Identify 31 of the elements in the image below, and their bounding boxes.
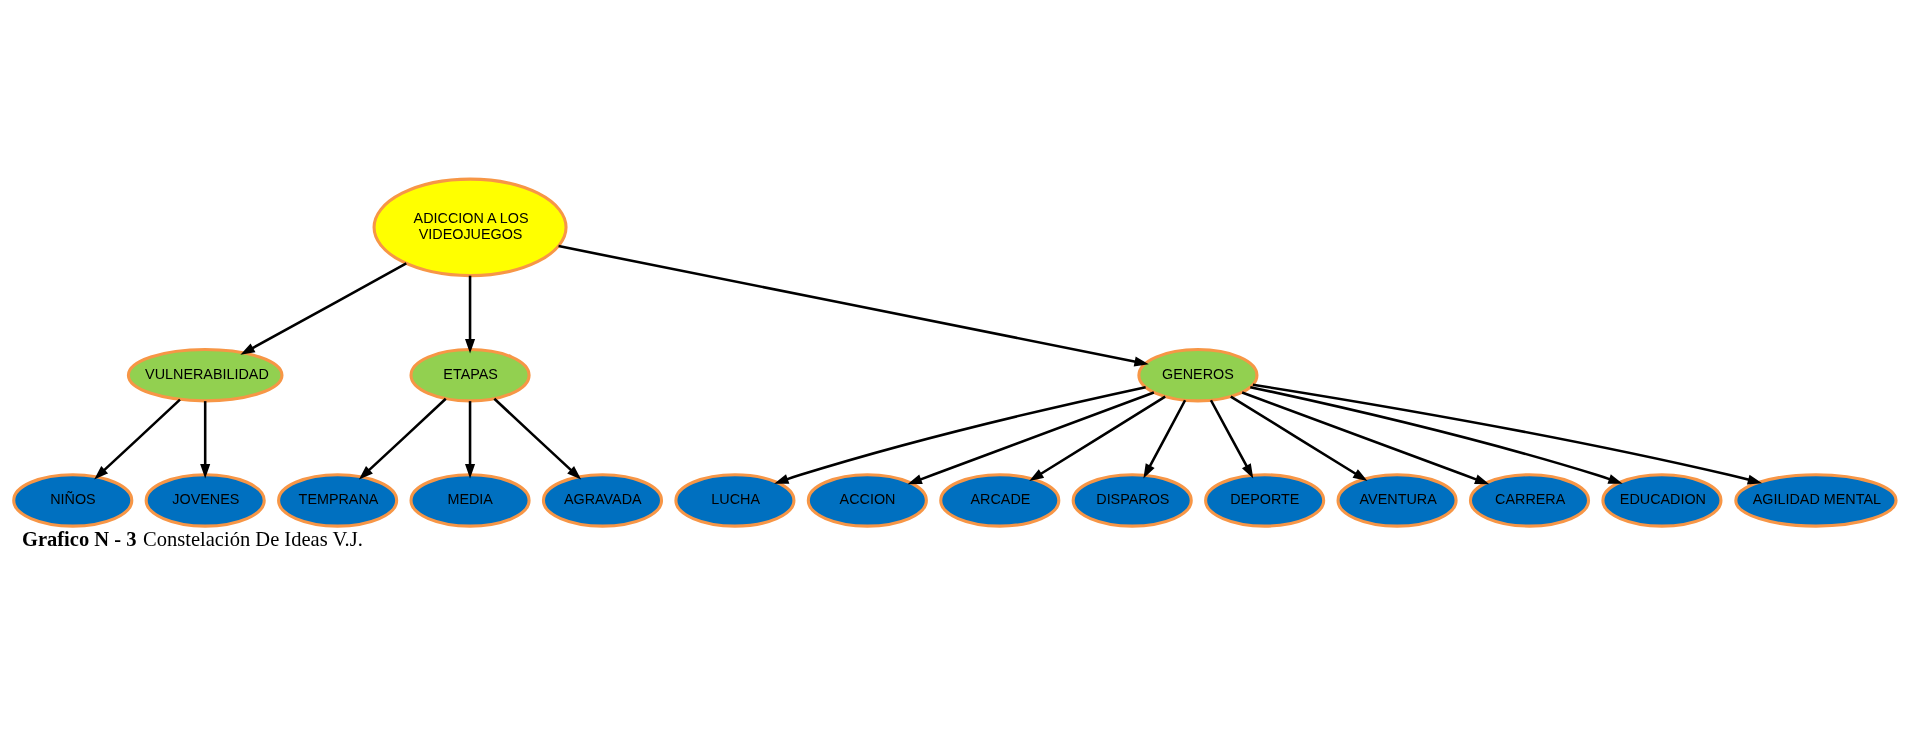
arrow xyxy=(465,275,476,354)
node-ellipse: ADICCION A LOS VIDEOJUEGOS xyxy=(372,177,568,278)
node-ellipse: GENEROS xyxy=(1137,347,1259,403)
arrow xyxy=(94,398,181,480)
node-ellipse: MEDIA xyxy=(409,473,531,528)
arrow xyxy=(1143,399,1187,479)
node-ellipse: ETAPAS xyxy=(409,347,531,403)
node-ellipse: ARCADE xyxy=(939,473,1061,528)
node-ellipse: AVENTURA xyxy=(1336,473,1458,528)
node-ellipse: VULNERABILIDAD xyxy=(126,347,284,403)
node-ellipse: AGRAVADA xyxy=(541,473,664,528)
arrow xyxy=(1209,399,1254,479)
arrow xyxy=(200,401,211,479)
arrow xyxy=(493,397,582,480)
node-ellipse: TEMPRANA xyxy=(277,473,399,528)
arrow xyxy=(1250,385,1623,484)
arrow xyxy=(358,397,447,480)
arrow xyxy=(1230,395,1368,482)
arrow xyxy=(774,385,1146,484)
arrow xyxy=(1252,383,1763,485)
node-ellipse: DEPORTE xyxy=(1204,473,1326,528)
caption: Grafico N - 3 Constelación De Ideas V.J. xyxy=(21,527,363,550)
node-ellipse: JOVENES xyxy=(144,473,266,528)
arrow xyxy=(1241,391,1490,485)
arrow xyxy=(558,244,1149,367)
arrow xyxy=(240,262,407,355)
node-ellipse: DISPAROS xyxy=(1071,473,1193,528)
node-ellipse: NIÑOS xyxy=(12,473,134,528)
arrow xyxy=(1029,395,1166,482)
arrow xyxy=(465,401,476,479)
arrow xyxy=(907,391,1155,485)
